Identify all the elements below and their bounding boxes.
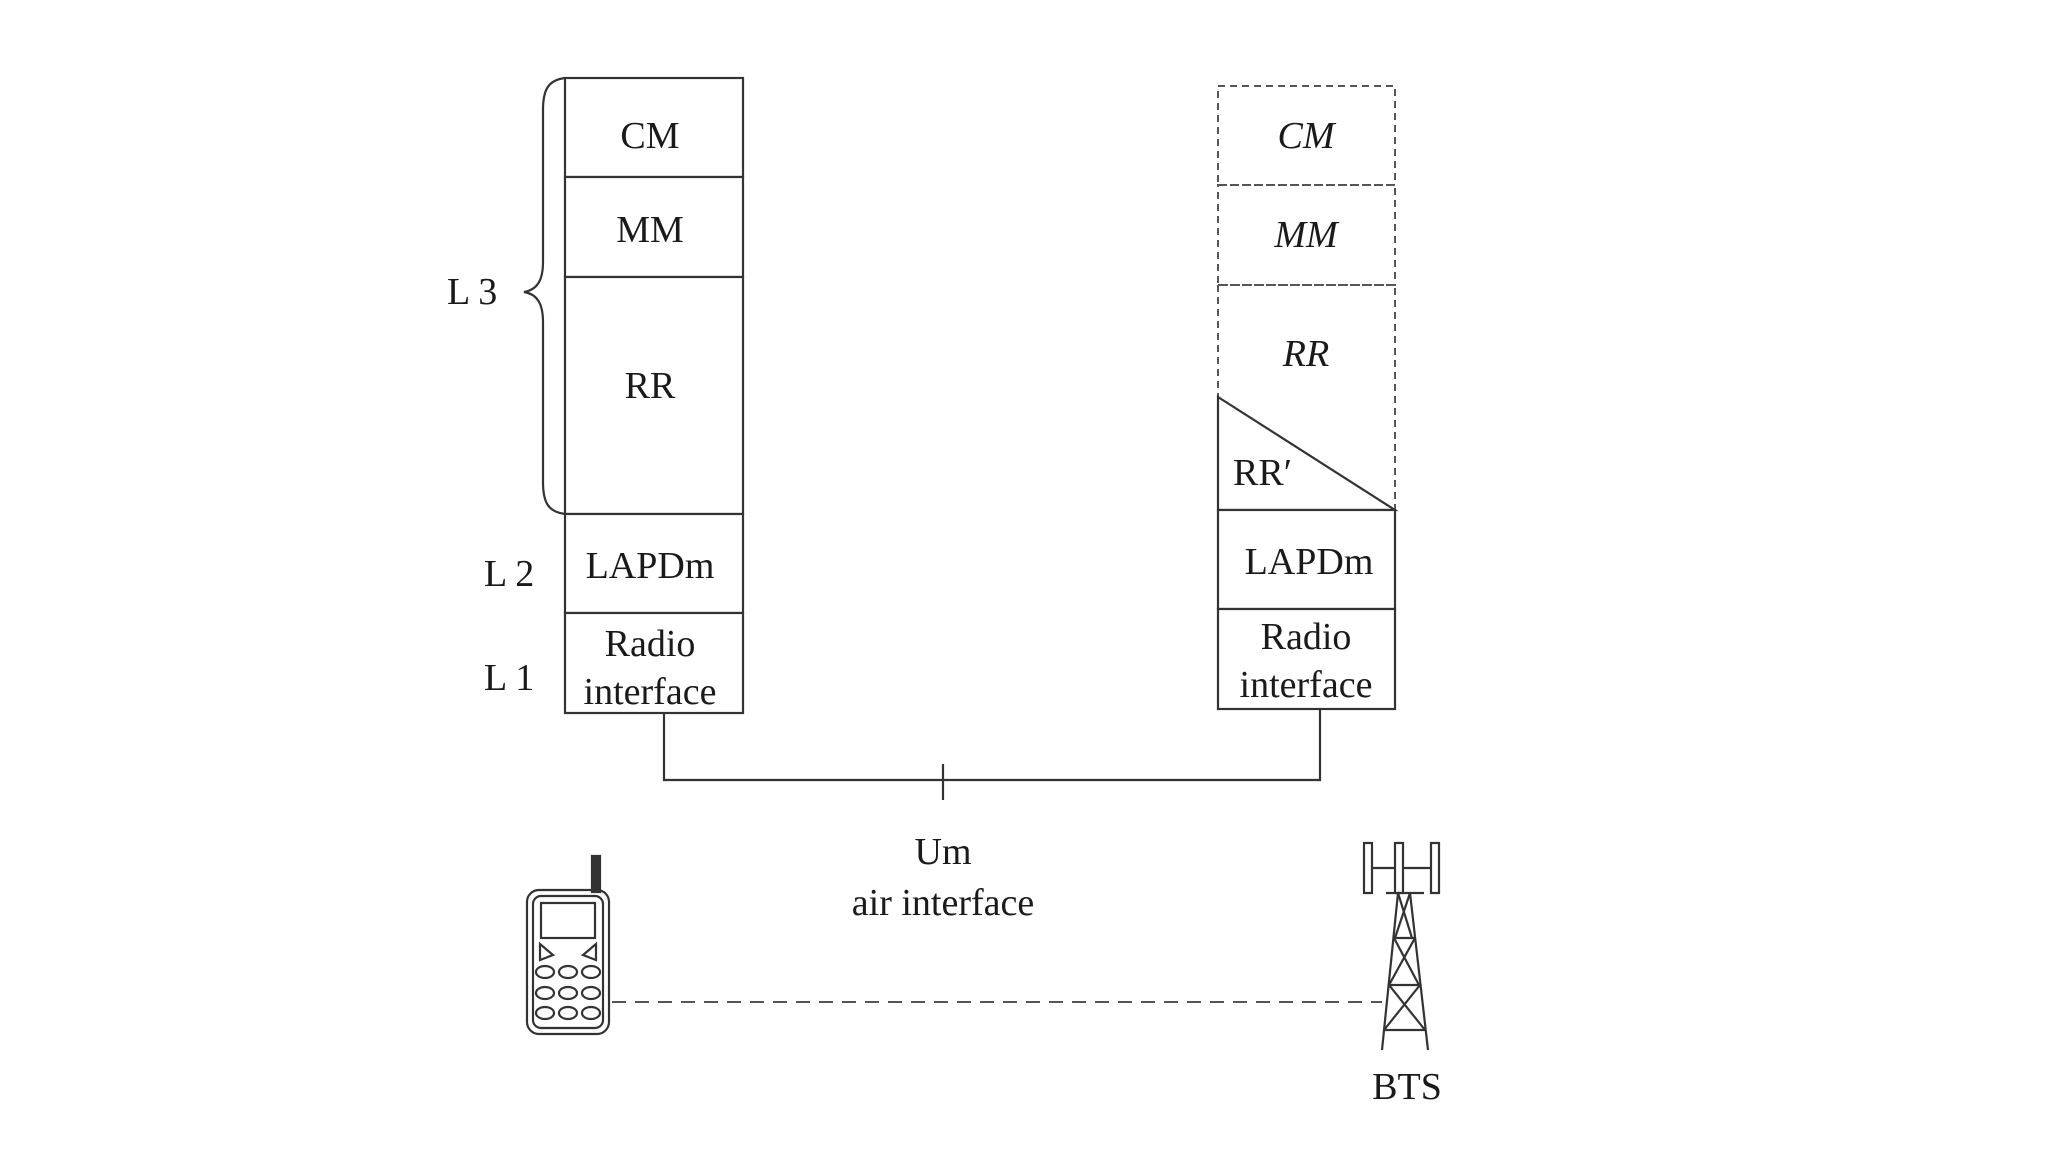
bts-cm-label: CM [1278, 115, 1337, 157]
bts-rr-box [1218, 284, 1396, 510]
ms-radio-label-line1: Radio [605, 623, 696, 665]
bts-protocol-stack: CM MM RR RR′ LAPDm Radio interface [1216, 85, 1399, 711]
ms-rr-label: RR [625, 365, 676, 407]
ms-cm-box [563, 76, 745, 179]
um-label-line1: Um [915, 831, 972, 873]
ms-cm-label: CM [620, 115, 679, 157]
ms-radio-label-line2: interface [584, 671, 717, 713]
ms-mm-label: MM [616, 209, 684, 251]
layer-l1-label: L 1 [484, 657, 534, 699]
bts-radio-box [1216, 607, 1397, 711]
layer-l3-label: L 3 [447, 271, 497, 313]
bts-label: BTS [1372, 1066, 1442, 1108]
ms-rr-box [563, 275, 745, 516]
ms-mm-box [563, 175, 745, 279]
bts-radio-label-line1: Radio [1261, 616, 1352, 658]
ms-lapdm-box [563, 512, 745, 615]
bts-rr-label: RR [1282, 333, 1329, 375]
um-label-line2: air interface [852, 882, 1034, 924]
ms-radio-box [563, 611, 745, 715]
layer-l2-label: L 2 [484, 553, 534, 595]
mobile-phone-icon [525, 854, 611, 1036]
bts-mm-label: MM [1273, 214, 1340, 256]
cell-tower-icon [1362, 841, 1441, 1051]
bts-rr-prime-label: RR′ [1233, 452, 1292, 494]
ms-protocol-stack: CM MM RR LAPDm Radio interface [563, 76, 745, 715]
bts-radio-label-line2: interface [1240, 664, 1373, 706]
l3-brace [523, 76, 566, 516]
um-connector-line [662, 709, 1322, 782]
bts-lapdm-label: LAPDm [1245, 541, 1374, 583]
ms-lapdm-label: LAPDm [586, 545, 715, 587]
